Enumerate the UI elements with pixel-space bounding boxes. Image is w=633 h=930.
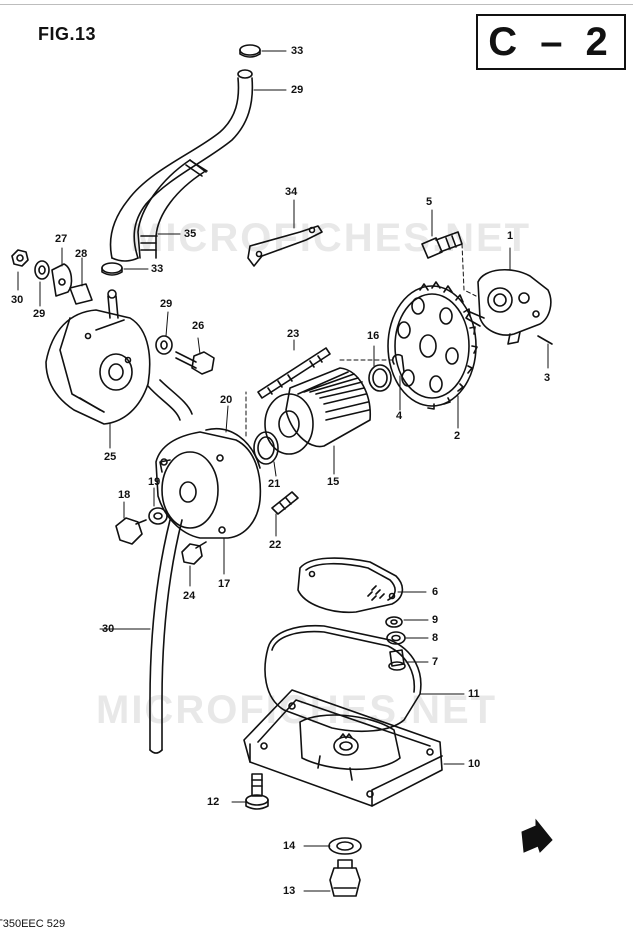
- part-9-washer: [385, 616, 403, 628]
- assembly-lines: [245, 243, 477, 437]
- callout-19: 19: [148, 476, 161, 488]
- callout-5: 5: [426, 196, 433, 208]
- callout-16: 16: [367, 330, 380, 342]
- section-box: C – 2: [476, 14, 626, 70]
- part-29-washer: [155, 335, 173, 355]
- callout-9: 9: [432, 614, 439, 626]
- part-31-vent-hose: [109, 69, 254, 262]
- part-12-bolt: [245, 773, 269, 810]
- top-rule: [0, 4, 633, 5]
- callout-21: 21: [268, 478, 281, 490]
- callout-27: 27: [55, 233, 68, 245]
- callout-14: 14: [283, 840, 296, 852]
- part-34-bracket: [247, 225, 323, 267]
- part-21-oring: [253, 431, 279, 465]
- callout-23: 23: [287, 328, 300, 340]
- footer-code: T350EEC 529: [0, 918, 66, 930]
- part-11-gasket: [264, 624, 422, 733]
- part-26-bolt: [175, 351, 215, 375]
- callout-35: 35: [184, 228, 197, 240]
- part-10-oil-pan: [243, 689, 443, 807]
- part-28-fitting: [69, 283, 93, 305]
- callout-15: 15: [327, 476, 340, 488]
- figure-title: FIG.13: [38, 24, 97, 44]
- callout-33: 33: [151, 263, 164, 275]
- callout-20: 20: [220, 394, 233, 406]
- part-5-bolt: [421, 231, 463, 259]
- callout-8: 8: [432, 632, 439, 644]
- part-23-stud: [257, 347, 331, 399]
- part-33-cap: [101, 262, 123, 276]
- part-19-washer: [148, 507, 168, 525]
- callout-3: 3: [544, 372, 551, 384]
- part-6-strainer-plate: [297, 557, 404, 614]
- callout-12: 12: [207, 796, 220, 808]
- callout-22: 22: [269, 539, 282, 551]
- part-24-bolt: [181, 541, 207, 565]
- part-25-pump-housing: [45, 289, 151, 425]
- part-3-pin: [537, 335, 553, 345]
- callout-4: 4: [396, 410, 403, 422]
- callout-29: 29: [160, 298, 173, 310]
- part-30-nut: [11, 249, 29, 267]
- callout-30: 30: [11, 294, 24, 306]
- callout-26: 26: [192, 320, 205, 332]
- part-18-bolt: [115, 517, 147, 545]
- callout-34: 34: [285, 186, 298, 198]
- callout-10: 10: [468, 758, 481, 770]
- part-2-gear: [387, 281, 478, 410]
- part-4-pin: [391, 353, 405, 373]
- part-20-gasket: [205, 428, 261, 469]
- part-7-bolt: [388, 649, 406, 671]
- part-1-pump-body: [465, 269, 552, 345]
- part-15-oil-filter: [264, 367, 371, 455]
- callout-32: 30: [102, 623, 115, 635]
- callout-17: 17: [218, 578, 231, 590]
- callout-24: 24: [183, 590, 196, 602]
- part-8-washer: [386, 631, 406, 645]
- part-17-filter-cover: [155, 431, 262, 539]
- part-32-drain-hose: [147, 379, 193, 754]
- callout-6: 6: [432, 586, 439, 598]
- part-29-washer: [34, 260, 50, 280]
- callout-13: 13: [283, 885, 296, 897]
- part-33-cap: [239, 44, 261, 58]
- callout-25: 25: [104, 451, 117, 463]
- callout-2: 2: [454, 430, 461, 442]
- part-22-stud: [271, 491, 299, 515]
- part-16-oring: [368, 364, 392, 392]
- part-35-hose-elbow: [137, 159, 208, 259]
- callout-7: 7: [432, 656, 439, 668]
- callout-1: 1: [507, 230, 514, 242]
- callout-29: 29: [33, 308, 46, 320]
- part-13-drain-plug: [329, 859, 361, 897]
- callout-31: 29: [291, 84, 304, 96]
- part-14-gasket: [328, 837, 362, 855]
- leader-lines: [17, 50, 549, 892]
- arrow-icon: [521, 818, 553, 853]
- callout-11: 11: [468, 688, 480, 700]
- callout-33: 33: [291, 45, 304, 57]
- part-27-fitting: [51, 263, 73, 297]
- section-code: C – 2: [488, 19, 614, 64]
- callout-28: 28: [75, 248, 88, 260]
- callout-18: 18: [118, 489, 131, 501]
